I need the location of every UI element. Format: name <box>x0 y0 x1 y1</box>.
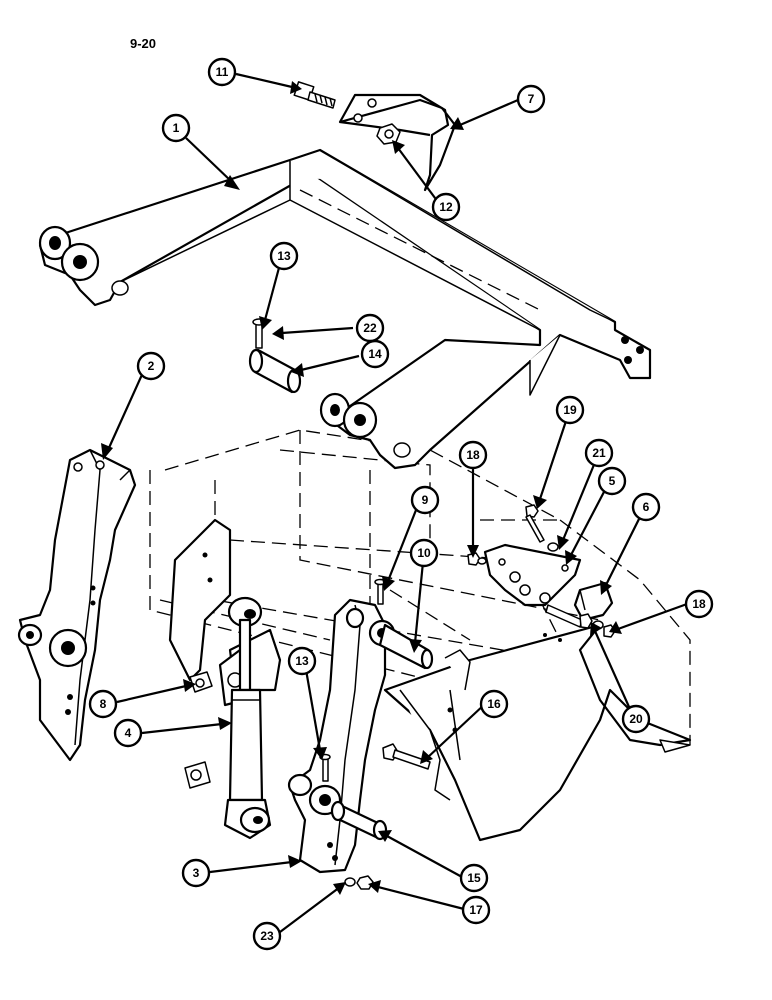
callout-15: 15 <box>459 863 489 893</box>
callout-11: 11 <box>207 57 237 87</box>
hex-nut <box>376 123 401 145</box>
callout-13-lower-label: 13 <box>295 654 309 668</box>
callout-22: 22 <box>355 313 385 343</box>
washer-23 <box>344 877 356 887</box>
callout-23-label: 23 <box>260 929 274 943</box>
leader-arrowheads <box>101 81 622 895</box>
callout-16-label: 16 <box>487 697 501 711</box>
callout-15-label: 15 <box>467 871 481 885</box>
callout-5: 5 <box>597 466 627 496</box>
hex-bolt <box>293 81 336 109</box>
hydraulic-fitting-upper <box>189 671 213 693</box>
side-bolt <box>382 743 431 770</box>
callout-18-left-label: 18 <box>466 448 480 462</box>
callout-16: 16 <box>479 689 509 719</box>
callout-10: 10 <box>409 538 439 568</box>
callout-19: 19 <box>555 395 585 425</box>
callout-3-label: 3 <box>193 866 200 880</box>
callout-2: 2 <box>136 351 166 381</box>
callout-18-right-label: 18 <box>692 597 706 611</box>
callout-12: 12 <box>431 192 461 222</box>
callout-14-label: 14 <box>368 347 382 361</box>
callout-17: 17 <box>461 895 491 925</box>
callout-9-label: 9 <box>422 493 429 507</box>
link-pin-lower <box>330 800 388 841</box>
callout-2-label: 2 <box>148 359 155 373</box>
callout-23: 23 <box>252 921 282 951</box>
callout-6-label: 6 <box>643 500 650 514</box>
callout-5-label: 5 <box>609 474 616 488</box>
hydraulic-cylinder <box>223 596 272 840</box>
plate-bolt-19 <box>525 504 545 543</box>
link-bolt-upper <box>374 578 386 605</box>
plate-washer-21 <box>547 542 559 552</box>
callout-7-label: 7 <box>528 92 535 106</box>
callout-10-label: 10 <box>417 546 431 560</box>
left-bucket-link <box>17 448 137 762</box>
callout-4: 4 <box>113 718 143 748</box>
loader-frame <box>38 148 652 470</box>
callout-8: 8 <box>88 689 118 719</box>
callout-14: 14 <box>360 339 390 369</box>
nut-17 <box>356 875 374 890</box>
callout-20: 20 <box>621 704 651 734</box>
callout-21: 21 <box>584 438 614 468</box>
callout-8-label: 8 <box>100 697 107 711</box>
callout-3: 3 <box>181 858 211 888</box>
link-pin-upper <box>378 623 434 670</box>
pivot-pin <box>248 348 302 394</box>
callout-6: 6 <box>631 492 661 522</box>
mounting-plate <box>483 543 582 607</box>
callout-1: 1 <box>161 113 191 143</box>
nut-18-left <box>467 552 487 566</box>
callout-17-label: 17 <box>469 903 483 917</box>
callout-9: 9 <box>410 485 440 515</box>
callout-1-label: 1 <box>173 121 180 135</box>
hydraulic-fitting-lower <box>184 761 211 789</box>
callout-19-label: 19 <box>563 403 577 417</box>
callout-7: 7 <box>516 84 546 114</box>
callout-11-label: 11 <box>216 65 229 79</box>
bucket-shell <box>383 623 692 842</box>
callout-20-label: 20 <box>629 712 643 726</box>
callout-12-label: 12 <box>439 200 453 214</box>
page-reference: 9-20 <box>130 36 157 51</box>
plate-bolt-20 <box>545 604 593 629</box>
callout-13-upper-label: 13 <box>277 249 291 263</box>
callout-21-label: 21 <box>592 446 606 460</box>
cylinder-mount-bracket <box>168 518 282 707</box>
callout-18-left: 18 <box>458 440 488 470</box>
leader-lines <box>106 72 688 936</box>
callout-13-lower: 13 <box>287 646 317 676</box>
callout-22-label: 22 <box>363 321 377 335</box>
callout-18-right: 18 <box>684 589 714 619</box>
callout-13-upper: 13 <box>269 241 299 271</box>
callout-4-label: 4 <box>125 726 132 740</box>
